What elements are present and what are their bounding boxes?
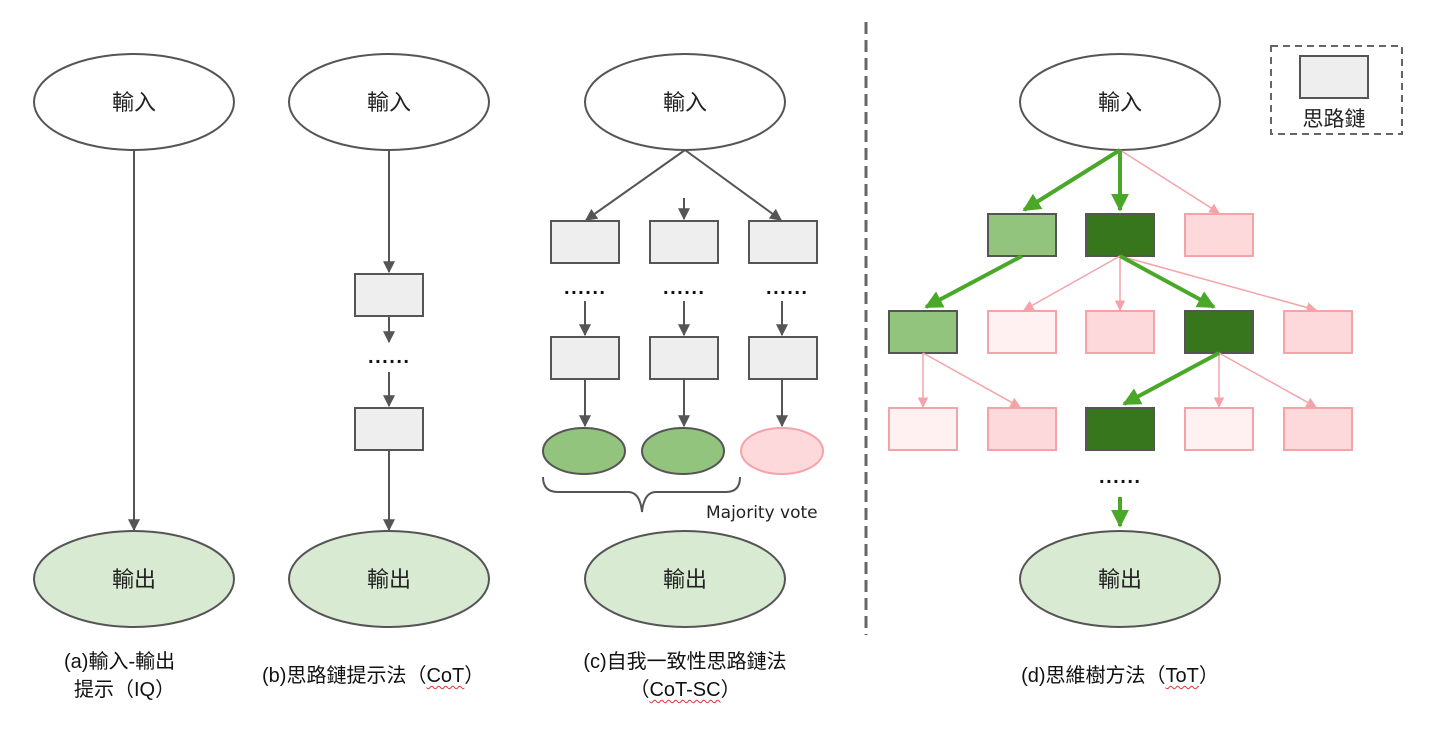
thought-node-dark-green xyxy=(1085,407,1155,451)
caption-b-suffix: ） xyxy=(464,665,485,687)
caption-a: (a)輸入-輸出 提示（IQ） xyxy=(64,648,204,704)
thought-node-dark-green xyxy=(1184,310,1254,354)
thought-box xyxy=(550,336,620,380)
caption-c-suffix: ） xyxy=(720,679,741,701)
legend: 思路鏈 xyxy=(1270,45,1403,135)
legend-border xyxy=(1270,45,1403,135)
panel-c-cot-sc: 輸入 ...... ...... ...... Majority vote 輸出 xyxy=(542,53,824,628)
thought-node-light-green xyxy=(888,310,958,354)
majority-vote-label: Majority vote xyxy=(706,503,818,523)
thought-box xyxy=(550,220,620,264)
output-label: 輸出 xyxy=(663,568,707,593)
selected-branch-arrow xyxy=(1119,254,1216,309)
output-node xyxy=(1019,530,1221,628)
caption-c-line2: （CoT-SC） xyxy=(560,676,810,704)
caption-c-abbr: CoT-SC xyxy=(649,679,721,701)
output-node xyxy=(33,530,235,628)
answer-node-pink xyxy=(740,427,824,475)
caption-a-prefix: 提示（ xyxy=(74,679,134,701)
output-node xyxy=(584,530,786,628)
caption-b: (b)思路鏈提示法（CoT） xyxy=(262,662,522,690)
caption-a-line1: (a)輸入-輸出 xyxy=(64,651,176,673)
caption-d-suffix: ） xyxy=(1198,665,1219,687)
input-label: 輸入 xyxy=(367,91,411,116)
caption-c-prefix: （ xyxy=(629,679,650,701)
thought-box xyxy=(748,336,818,380)
selected-branch-arrow xyxy=(1122,351,1220,406)
thought-box xyxy=(649,336,719,380)
thought-node-pink xyxy=(1283,310,1353,354)
thought-node-dark-green xyxy=(1085,213,1155,257)
selected-branch-arrow xyxy=(1022,148,1122,212)
pruned-branch-arrow xyxy=(1119,255,1318,313)
caption-a-line2: 提示（IQ） xyxy=(64,676,204,704)
pruned-branch-arrow xyxy=(1023,255,1121,311)
answer-node-green xyxy=(641,427,725,475)
pruned-branch-arrow xyxy=(1119,149,1220,214)
input-label: 輸入 xyxy=(112,91,156,116)
caption-d-prefix: (d)思維樹方法（ xyxy=(1021,665,1166,687)
output-label: 輸出 xyxy=(367,568,411,593)
thought-node-pink xyxy=(1184,213,1254,257)
thought-node-pale-pink xyxy=(1184,407,1254,451)
thought-box xyxy=(748,220,818,264)
thought-node-pink xyxy=(1283,407,1353,451)
input-label: 輸入 xyxy=(1098,91,1142,116)
caption-d: (d)思維樹方法（ToT） xyxy=(1000,662,1240,690)
caption-b-abbr: CoT xyxy=(426,665,465,687)
thought-node-pale-pink xyxy=(888,407,958,451)
thought-node-pink xyxy=(987,407,1057,451)
pruned-branch-arrow xyxy=(922,352,1021,408)
caption-a-abbr: IQ xyxy=(134,679,156,701)
thought-box xyxy=(354,407,424,451)
thought-node-pink xyxy=(1085,310,1155,354)
selected-branch-arrow xyxy=(924,254,1023,309)
ellipsis: ...... xyxy=(766,279,808,298)
ellipsis: ...... xyxy=(663,279,705,298)
legend-label: 思路鏈 xyxy=(1303,107,1366,131)
majority-brace xyxy=(542,476,741,513)
panel-a-io: 輸入 輸出 xyxy=(33,53,235,628)
answer-node-green xyxy=(542,427,626,475)
ellipsis: ...... xyxy=(1099,468,1141,487)
arrow xyxy=(684,149,782,221)
ellipsis: ...... xyxy=(564,279,606,298)
arrow xyxy=(585,149,686,221)
thought-node-pale-pink xyxy=(987,310,1057,354)
caption-b-prefix: (b)思路鏈提示法（ xyxy=(262,665,427,687)
output-node xyxy=(288,530,490,628)
ellipsis: ...... xyxy=(368,348,410,367)
input-label: 輸入 xyxy=(663,91,707,116)
panel-d-tot: 輸入 ...... 輸出 xyxy=(888,53,1353,628)
thought-node-light-green xyxy=(987,213,1057,257)
panel-b-cot: 輸入 ...... 輸出 xyxy=(288,53,490,628)
caption-c: (c)自我一致性思路鏈法 （CoT-SC） xyxy=(560,648,810,704)
caption-c-line1: (c)自我一致性思路鏈法 xyxy=(583,651,787,673)
output-label: 輸出 xyxy=(112,568,156,593)
caption-d-abbr: ToT xyxy=(1165,665,1199,687)
legend-thought-box xyxy=(1299,55,1369,99)
pruned-branch-arrow xyxy=(1218,352,1317,408)
thought-box xyxy=(649,220,719,264)
caption-a-suffix: ） xyxy=(155,679,176,701)
thought-box xyxy=(354,273,424,317)
output-label: 輸出 xyxy=(1098,568,1142,593)
